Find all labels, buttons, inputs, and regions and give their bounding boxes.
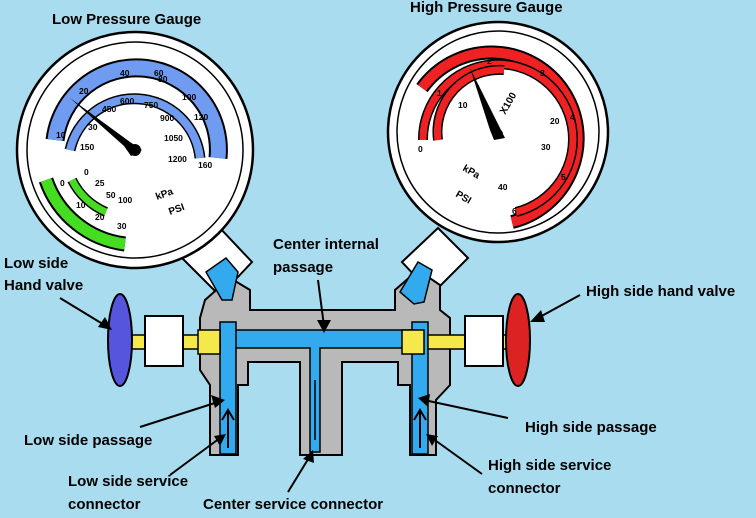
label-center-internal-passage-1: Center internal <box>273 236 379 253</box>
high-pressure-gauge: 2 3 4 5 6 1 0 10 20 30 40 0 X100 kPa PSI <box>386 20 610 296</box>
high-mid-tick-0: 0 <box>418 144 423 154</box>
high-needle-hub <box>493 129 503 139</box>
low-kpa-tick-4: 900 <box>160 113 174 123</box>
high-hand-valve-knob <box>505 293 531 387</box>
low-green-tick-4: 100 <box>118 195 132 205</box>
manifold-block <box>199 268 451 456</box>
low-valve-seat <box>197 329 221 355</box>
low-green-tick-8: 30 <box>117 221 127 231</box>
low-psi-tick-3: 150 <box>80 142 94 152</box>
high-outer-tick-6: 6 <box>512 206 517 216</box>
high-inner-tick-10: 10 <box>458 100 468 110</box>
low-psi-tick-4: 160 <box>198 160 212 170</box>
low-inner-blue-arc-fill <box>66 94 204 159</box>
low-psi-tick-1: 10 <box>56 130 66 140</box>
low-gauge-inlet <box>205 256 239 301</box>
low-kpa-tick-2: 600 <box>120 96 134 106</box>
high-inner-tick-20: 20 <box>550 116 560 126</box>
high-gauge-inlet <box>399 260 433 305</box>
low-valve-callout-head <box>98 317 112 330</box>
low-green-tick-1: 0 <box>60 178 65 188</box>
low-outer-tick-1: 20 <box>79 86 89 96</box>
callout-arrows <box>59 279 581 493</box>
low-kpa-tick-1: 450 <box>102 104 116 114</box>
low-passage-callout <box>139 401 219 428</box>
high-inner-tick-30: 30 <box>541 142 551 152</box>
high-outer-red-arc-fill <box>417 47 583 227</box>
high-passage-callout <box>423 399 509 419</box>
high-mid-red-arc-fill <box>433 66 505 141</box>
center-connector-callout-head <box>303 450 314 463</box>
low-kpa-tick-5: 1050 <box>164 133 183 143</box>
high-packing-nut <box>464 315 504 367</box>
high-passage-callout-head <box>418 394 430 407</box>
high-valve-callout <box>537 294 581 319</box>
low-passage-callout-head <box>211 395 225 408</box>
low-psi-tick-2: 30 <box>88 122 98 132</box>
low-connector-callout <box>169 437 221 476</box>
label-low-side-service-connector-1: Low side service <box>68 473 188 490</box>
high-outer-tick-2: 2 <box>487 56 492 66</box>
low-outer-blue-arc-fill <box>47 60 226 159</box>
low-flow-arrow-icon <box>221 408 235 448</box>
low-outer-tick-6: 120 <box>194 112 208 122</box>
high-inner-red-arc-fill <box>419 60 577 216</box>
high-gauge-title: High Pressure Gauge <box>410 0 563 16</box>
low-pressure-gauge: 20 40 60 80 100 120 450 600 750 900 1050… <box>15 30 255 298</box>
low-packing-nut <box>144 315 184 367</box>
low-needle-icon <box>70 98 142 156</box>
low-outer-tick-2: 40 <box>120 68 130 78</box>
low-outer-green-arc-fill <box>40 178 126 250</box>
high-needle-icon <box>470 68 505 140</box>
high-outer-tick-5: 5 <box>561 172 566 182</box>
label-high-side-hand-valve: High side hand valve <box>586 283 735 300</box>
low-green-tick-2: 25 <box>95 178 105 188</box>
label-low-side-service-connector-2: connector <box>68 496 141 513</box>
low-side-passage <box>219 321 237 455</box>
manifold-body <box>107 256 531 456</box>
low-hand-valve-knob <box>107 293 133 387</box>
low-connector-callout-head <box>214 434 226 446</box>
low-outer-tick-3: 60 <box>154 68 164 78</box>
high-outer-tick-3: 3 <box>540 68 545 78</box>
low-needle-hub <box>129 144 141 156</box>
label-low-side-hand-valve-2: Hand valve <box>4 277 83 294</box>
high-valve-callout-head <box>530 310 545 322</box>
low-kpa-tick-6: 1200 <box>168 154 187 164</box>
label-low-side-hand-valve-1: Low side <box>4 255 68 272</box>
low-valve-callout <box>59 297 107 327</box>
low-green-tick-6: 10 <box>76 200 86 210</box>
low-green-tick-7: 20 <box>95 212 105 222</box>
low-kpa-tick-3: 750 <box>144 100 158 110</box>
low-green-tick-3: 50 <box>106 190 116 200</box>
low-green-tick-5: 0 <box>84 167 89 177</box>
low-outer-tick-5: 100 <box>182 92 196 102</box>
low-outer-tick-4: 80 <box>158 74 168 84</box>
high-mid-tick-1: 1 <box>437 88 442 98</box>
label-high-side-service-connector-1: High side service <box>488 457 611 474</box>
label-high-side-service-connector-2: connector <box>488 480 561 497</box>
center-passage-callout <box>317 279 325 327</box>
center-connector-callout <box>287 455 311 493</box>
high-connector-callout <box>431 437 483 475</box>
high-flow-arrow-icon <box>413 408 427 448</box>
label-center-internal-passage-2: passage <box>273 259 333 276</box>
label-high-side-passage: High side passage <box>525 419 657 436</box>
high-valve-seat <box>401 329 425 355</box>
low-unit-psi: PSI <box>167 202 186 218</box>
low-inner-green-arc-fill <box>68 178 108 216</box>
label-center-service-connector: Center service connector <box>203 496 383 513</box>
high-connector-callout-head <box>426 434 438 446</box>
low-gauge-title: Low Pressure Gauge <box>52 11 201 28</box>
high-inner-tick-40: 40 <box>498 182 508 192</box>
center-passage-callout-head <box>317 320 331 333</box>
high-side-passage <box>411 321 429 455</box>
high-outer-tick-4: 4 <box>570 112 575 122</box>
label-low-side-passage: Low side passage <box>24 432 152 449</box>
